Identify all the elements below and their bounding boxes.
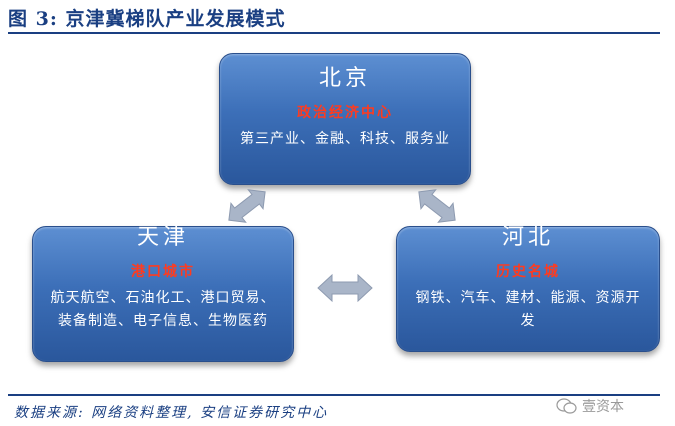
node-beijing-tag: 政治经济中心 [297, 105, 393, 121]
node-hebei-tag: 历史名城 [496, 264, 560, 280]
bottom-rule [8, 394, 660, 396]
node-hebei-name: 河北 [501, 225, 554, 250]
node-tianjin: 天津 港口城市 航天航空、石油化工、港口贸易、装备制造、电子信息、生物医药 [32, 225, 294, 362]
node-hebei: 河北 历史名城 钢铁、汽车、建材、能源、资源开发 [396, 225, 660, 352]
node-beijing-name: 北京 [318, 66, 371, 91]
watermark: 壹资本 [556, 396, 624, 416]
arrow-tianjin-hebei [317, 273, 373, 303]
top-rule [8, 32, 660, 34]
node-beijing-desc: 第三产业、金融、科技、服务业 [240, 131, 450, 147]
figure-title: 图 3: 京津冀梯队产业发展模式 [8, 8, 286, 30]
node-tianjin-desc: 航天航空、石油化工、港口贸易、装备制造、电子信息、生物医药 [50, 290, 276, 329]
arrow-beijing-tianjin [228, 189, 266, 223]
node-beijing: 北京 政治经济中心 第三产业、金融、科技、服务业 [219, 53, 471, 185]
watermark-text: 壹资本 [582, 399, 624, 415]
node-tianjin-name: 天津 [136, 225, 189, 250]
node-tianjin-tag: 港口城市 [131, 264, 195, 280]
source-note: 数据来源: 网络资料整理, 安信证券研究中心 [14, 405, 329, 421]
node-hebei-desc: 钢铁、汽车、建材、能源、资源开发 [415, 290, 641, 329]
wechat-icon [556, 398, 577, 414]
arrow-beijing-hebei [418, 189, 456, 223]
